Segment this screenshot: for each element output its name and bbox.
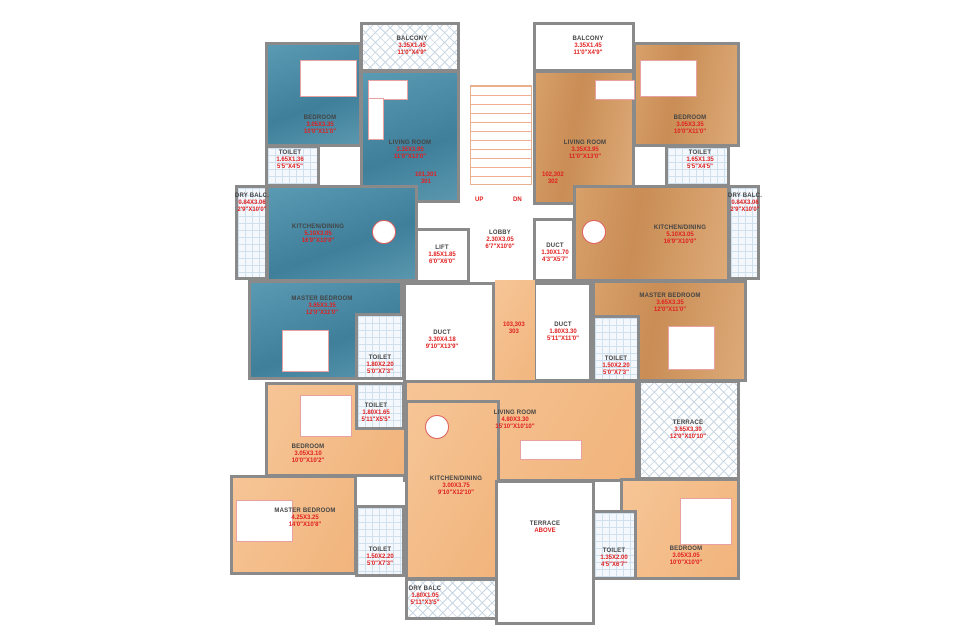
stair-up-label: UP [475,197,484,203]
bottom-dry-balcony [405,578,500,620]
right-master-toilet [592,315,640,382]
bottom-terrace [638,380,740,480]
dining-table-icon [372,220,396,244]
lobby [468,185,534,283]
bed-icon [668,326,715,370]
bed-icon [282,330,329,372]
lift [415,228,470,283]
staircase [470,85,532,185]
right-dry-balcony [728,185,760,280]
sofa-icon [368,98,384,140]
sofa-icon [368,80,408,100]
bed-icon [640,60,697,97]
blue-toilet [265,145,320,187]
bed-icon [300,60,357,97]
bottom-right-toilet [592,510,637,580]
sofa-icon [595,80,635,100]
dining-table-icon [425,415,449,439]
duct-small [533,218,575,282]
bottom-master-bedroom [230,475,357,575]
sofa-icon [520,440,582,460]
terrace-above [495,480,595,625]
blue-dry-balcony [235,185,268,280]
bed-icon [300,395,352,437]
bottom-master-toilet [355,505,405,577]
bed-icon [236,500,293,542]
bottom-toilet-1 [355,382,405,430]
blue-master-toilet [355,313,405,380]
stair-down-label: DN [513,197,522,203]
bed-icon [680,498,732,545]
dining-table-icon [582,220,606,244]
